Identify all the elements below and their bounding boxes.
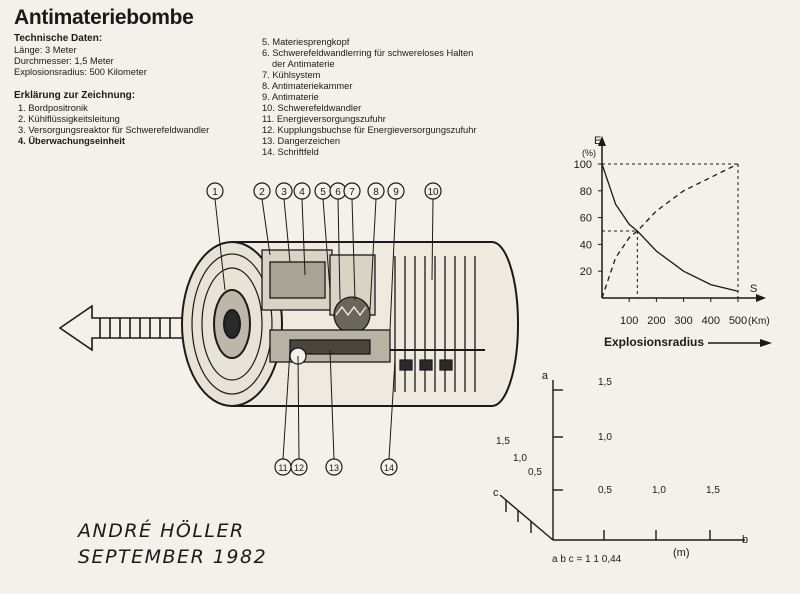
callout-label: 1: [212, 187, 218, 198]
spec-line: Durchmesser: 1,5 Meter: [14, 56, 114, 66]
internal-components: [261, 249, 485, 392]
callout-6: 6: [329, 182, 347, 301]
y-tick-label: 20: [580, 266, 592, 278]
y-axis-arrow-icon: [598, 136, 606, 146]
caption-arrow-icon: [760, 339, 772, 347]
callout-label: 6: [335, 187, 341, 198]
y-unit: (%): [582, 148, 596, 158]
callout-14: 14: [380, 359, 398, 476]
legend-item: 4. Überwachungseinheit: [18, 136, 125, 146]
signature-name: ANDRÉ HÖLLER: [78, 520, 245, 542]
callout-3: 3: [275, 182, 293, 263]
dim-a-tick: 1,5: [598, 377, 612, 388]
legend-item: 14. Schriftfeld: [262, 147, 319, 157]
y-tick-label: 40: [580, 239, 592, 251]
legend-item: 6. Schwerefeldwandlerring für schwerelos…: [262, 48, 474, 58]
legend-item: 5. Materiesprengkopf: [262, 37, 350, 47]
callout-label: 7: [349, 187, 355, 198]
dim-a-tick: 0,5: [598, 485, 612, 496]
dim-a-tick: 1,0: [598, 432, 612, 443]
y-tick-label: 60: [580, 213, 592, 225]
spec-line: Länge: 3 Meter: [14, 45, 77, 55]
dim-c-tick: 1,0: [513, 453, 527, 464]
callout-2: 2: [253, 182, 271, 256]
callout-9: 9: [387, 182, 405, 331]
x-unit: (Km): [748, 316, 770, 327]
series-radius: [601, 163, 739, 299]
callout-label: 8: [373, 187, 379, 198]
callout-label: 9: [393, 187, 399, 198]
legend-left-list: 1. Bordpositronik 2. Kühlflüssigkeitslei…: [18, 103, 209, 147]
x-axis-arrow-icon: [756, 294, 766, 302]
x-tick-label: 100: [620, 315, 638, 327]
legend-item: 13. Dangerzeichen: [262, 136, 341, 146]
legend-item: 12. Kupplungsbuchse für Energieversorgun…: [262, 125, 477, 135]
callout-7: 7: [343, 182, 361, 301]
page-title: Antimateriebombe: [14, 6, 194, 29]
callout-label: 5: [320, 187, 326, 198]
legend-item: 9. Antimaterie: [262, 92, 319, 102]
spec-line: Explosionsradius: 500 Kilometer: [14, 67, 147, 77]
callout-4: 4: [293, 182, 311, 276]
legend-item: 1. Bordpositronik: [18, 103, 88, 113]
callout-12: 12: [290, 355, 308, 476]
x-tick-label: 300: [674, 315, 692, 327]
specs-list: Länge: 3 Meter Durchmesser: 1,5 Meter Ex…: [14, 45, 147, 78]
callout-label: 10: [427, 187, 439, 198]
dim-a-label: a: [542, 370, 549, 382]
x-label: S: [750, 283, 757, 295]
callout-11: 11: [274, 349, 292, 476]
x-tick-label: 500: [729, 315, 747, 327]
callout-8: 8: [367, 182, 385, 311]
callout-label: 14: [384, 463, 394, 473]
y-label: E: [594, 135, 601, 147]
y-tick-label: 80: [580, 186, 592, 198]
legend-item: 3. Versorgungsreaktor für Schwerefeldwan…: [18, 125, 210, 135]
callout-label: 13: [329, 463, 339, 473]
dim-b-tick: 1,5: [706, 485, 720, 496]
chart-caption: Explosionsradius: [604, 335, 704, 349]
callout-1: 1: [206, 182, 226, 291]
x-tick-label: 200: [647, 315, 665, 327]
callout-10: 10: [424, 182, 442, 281]
x-tick-label: 400: [702, 315, 720, 327]
callout-label: 3: [281, 187, 287, 198]
callout-label: 2: [259, 187, 265, 198]
legend-item: 2. Kühlflüssigkeitsleitung: [18, 114, 120, 124]
dim-c-tick: 1,5: [496, 436, 510, 447]
legend-right-list: 5. Materiesprengkopf 6. Schwerefeldwandl…: [262, 37, 476, 158]
dim-c-tick: 0,5: [528, 467, 542, 478]
callout-13: 13: [325, 349, 343, 476]
dim-b-label: b: [742, 534, 748, 546]
legend-item: 8. Antimateriekammer: [262, 81, 353, 91]
legend-item: der Antimaterie: [272, 59, 335, 69]
dim-unit: (m): [673, 547, 690, 559]
dim-b-tick: 1,0: [652, 485, 666, 496]
series-energie: [601, 163, 739, 292]
callout-label: 12: [294, 463, 304, 473]
y-tick-label: 100: [574, 159, 592, 171]
legend-heading: Erklärung zur Zeichnung:: [14, 90, 136, 101]
callout-label: 11: [278, 463, 287, 473]
dim-ratio: a b c = 1 1 0,44: [552, 554, 622, 565]
callout-label: 4: [299, 187, 305, 198]
specs-heading: Technische Daten:: [14, 33, 103, 44]
legend-item: 11. Energieversorgungszufuhr: [262, 114, 386, 124]
legend-item: 7. Kühlsystem: [262, 70, 321, 80]
signature-date: SEPTEMBER 1982: [78, 546, 268, 568]
legend-item: 10. Schwerefeldwandler: [262, 103, 362, 113]
dim-c-label: c: [493, 487, 499, 499]
